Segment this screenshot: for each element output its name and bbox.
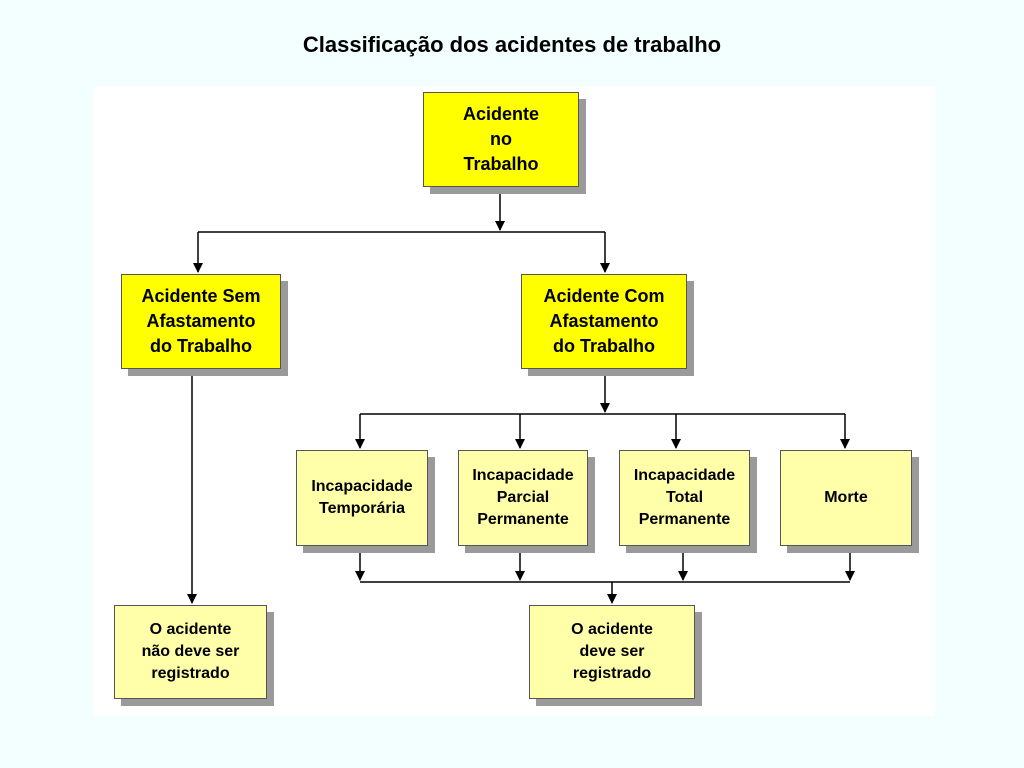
node-nao-deve-ser-registrado-label: O acidente não deve ser registrado: [141, 621, 240, 682]
node-acidente-no-trabalho: Acidente no Trabalho: [423, 92, 579, 187]
node-incapacidade-parcial-label: Incapacidade Parcial Permanente: [472, 467, 574, 528]
node-acidente-com-afastamento: Acidente Com Afastamento do Trabalho: [521, 274, 687, 369]
node-incapacidade-temporaria: Incapacidade Temporária: [296, 450, 428, 546]
node-incapacidade-temporaria-label: Incapacidade Temporária: [311, 478, 413, 517]
node-acidente-sem-afastamento: Acidente Sem Afastamento do Trabalho: [121, 274, 281, 369]
node-nao-deve-ser-registrado: O acidente não deve ser registrado: [114, 605, 267, 699]
node-morte: Morte: [780, 450, 912, 546]
node-incapacidade-parcial: Incapacidade Parcial Permanente: [458, 450, 588, 546]
node-incapacidade-total-label: Incapacidade Total Permanente: [633, 467, 736, 528]
node-acidente-no-trabalho-label: Acidente no Trabalho: [462, 104, 540, 174]
node-morte-label: Morte: [824, 489, 868, 506]
node-deve-ser-registrado-label: O acidente deve ser registrado: [571, 621, 653, 682]
node-deve-ser-registrado: O acidente deve ser registrado: [529, 605, 695, 699]
node-acidente-sem-afastamento-label: Acidente Sem Afastamento do Trabalho: [141, 286, 261, 356]
node-acidente-com-afastamento-label: Acidente Com Afastamento do Trabalho: [543, 286, 665, 356]
page-title: Classificação dos acidentes de trabalho: [302, 32, 722, 57]
node-incapacidade-total: Incapacidade Total Permanente: [619, 450, 750, 546]
